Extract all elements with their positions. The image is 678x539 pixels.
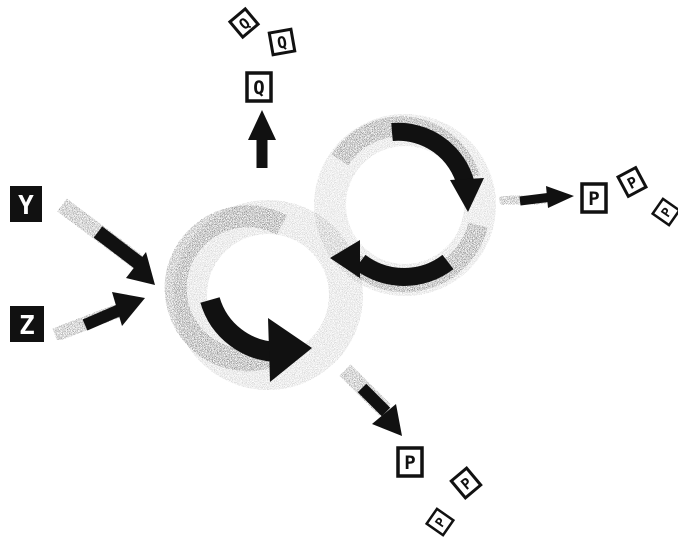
input-arrow-z <box>55 292 145 335</box>
output-arrow-p-bottom <box>345 370 402 436</box>
input-z-label: Z <box>19 311 35 341</box>
output-arrow-p-right <box>500 186 574 208</box>
output-p-bottom-1: P <box>404 452 415 474</box>
input-y-glyph: Y <box>10 186 42 222</box>
input-arrow-y <box>62 205 155 285</box>
input-z-glyph: Z <box>10 306 44 342</box>
output-arrow-q <box>248 110 276 182</box>
output-p-right-group: P P P <box>582 168 678 226</box>
right-cycle-arrow <box>330 126 484 282</box>
output-p-right-1: P <box>588 188 599 210</box>
output-p-bottom-group: P P P <box>398 448 481 535</box>
output-q-3: Q <box>253 77 264 99</box>
input-y-label: Y <box>18 191 34 221</box>
output-q-group: Q Q Q <box>230 9 295 101</box>
